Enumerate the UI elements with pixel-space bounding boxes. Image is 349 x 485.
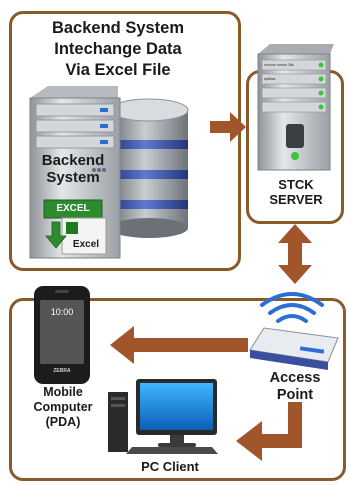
arrow-icon (210, 112, 246, 142)
backend-title-line-2: Intechange Data (54, 40, 182, 58)
stck-drive-label-1: xxxxxx xxxxx 3fs (264, 62, 294, 67)
zebra-pda-icon (34, 286, 90, 384)
arrow-icon (110, 326, 248, 364)
access-point-label: Access Point (250, 370, 340, 404)
backend-server-label: Backend System (32, 152, 114, 186)
stck-server-label-line-1: STCK (278, 177, 314, 192)
pda-time: 10:00 (50, 307, 74, 317)
backend-server-label-line-2: System (46, 169, 100, 186)
stck-drive-label-2: spltfax (264, 76, 276, 81)
mobile-label-line-1: Mobile (43, 385, 83, 399)
desktop-pc-icon (108, 379, 218, 454)
pda-brand: ZEBRA (53, 368, 71, 374)
backend-title-line-1: Backend System (51, 19, 185, 37)
mobile-label-line-2: Computer (33, 400, 93, 414)
database-icon (109, 98, 189, 238)
backend-server-label-line-1: Backend (41, 152, 105, 169)
access-point-label-line-1: Access (269, 370, 321, 386)
excel-badge: EXCEL (56, 203, 90, 214)
pc-client-label: PC Client (141, 459, 199, 474)
mobile-label-line-3: (PDA) (45, 415, 81, 429)
excel-file-label: Excel (72, 239, 100, 250)
double-arrow-icon (278, 224, 312, 284)
arrow-icon (236, 402, 302, 461)
excel-file-icon (43, 199, 107, 255)
access-point-label-line-2: Point (276, 387, 314, 403)
backend-title: Backend System Intechange Data Via Excel… (18, 18, 218, 81)
backend-title-line-3: Via Excel File (65, 61, 171, 79)
mobile-computer-label: Mobile Computer (PDA) (20, 385, 106, 430)
stck-server-label: STCK SERVER (254, 177, 338, 207)
stck-server-label-line-2: SERVER (269, 192, 323, 207)
wifi-router-icon (249, 292, 339, 370)
stck-server-icon (257, 44, 334, 171)
